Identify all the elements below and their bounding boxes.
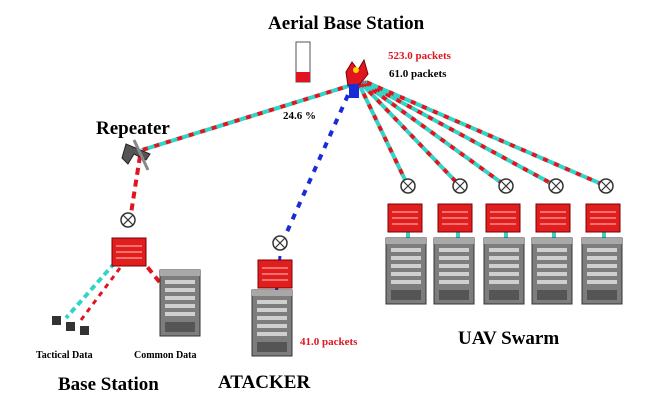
- attacker-packets-label: 41.0 packets: [300, 336, 358, 348]
- uav-swarm-label: UAV Swarm: [458, 328, 560, 349]
- buffer-fill: [296, 72, 310, 82]
- diagram-title: Aerial Base Station: [268, 13, 425, 34]
- tactical-devices: [52, 316, 89, 335]
- attacker-label: ATACKER: [218, 372, 311, 393]
- repeater-node: [121, 139, 151, 171]
- attacker-group: [251, 235, 293, 357]
- base-station-label: Base Station: [58, 374, 159, 395]
- link-uav5: [365, 80, 607, 188]
- abs-node: [345, 58, 369, 98]
- link-repeater-base: [128, 155, 142, 221]
- uav-swarm-group: [385, 178, 623, 305]
- packets-red-label: 523.0 packets: [388, 50, 451, 62]
- link-uav3: [360, 80, 508, 188]
- base-station-group: [52, 212, 201, 337]
- tactical-data-label: Tactical Data: [36, 350, 93, 361]
- link-attacker-abs: [280, 85, 354, 244]
- percent-label: 24.6 %: [283, 110, 316, 122]
- aerial-base-station: [295, 41, 369, 98]
- repeater-label: Repeater: [96, 118, 170, 139]
- common-data-label: Common Data: [134, 350, 197, 361]
- link-repeater-abs: [141, 82, 356, 152]
- packets-black-label: 61.0 packets: [389, 68, 447, 80]
